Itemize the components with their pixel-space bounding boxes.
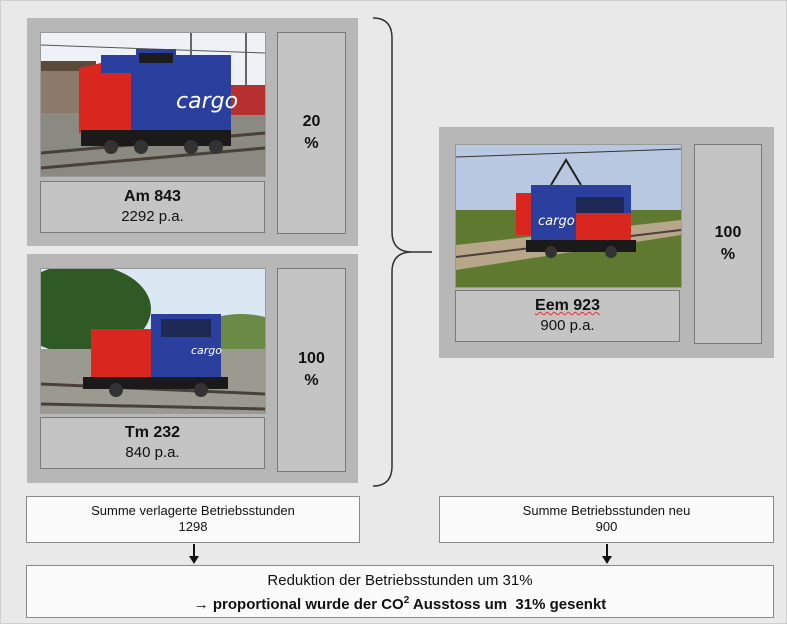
percent-sign-eem923: % — [720, 246, 736, 263]
photo-tm232: cargo — [40, 268, 266, 414]
loco-name-eem923: Eem 923 — [535, 297, 600, 314]
caption-am843: Am 843 2292 p.a. — [40, 181, 265, 233]
arrow-down-left-icon — [189, 544, 199, 564]
percent-value-am843: 20 — [302, 113, 321, 130]
percent-sign-tm232: % — [304, 372, 319, 389]
percent-box-eem923: 100 % — [694, 144, 762, 344]
sum-box-shifted-hours: Summe verlagerte Betriebsstunden 1298 — [26, 496, 360, 543]
photo-label-am843: cargo — [176, 89, 238, 114]
photo-eem923: cargo — [455, 144, 682, 288]
caption-tm232: Tm 232 840 p.a. — [40, 417, 265, 469]
locomotive-am843-image: cargo — [41, 33, 265, 176]
sum-box-new-hours: Summe Betriebsstunden neu 900 — [439, 496, 774, 543]
loco-hours-tm232: 840 p.a. — [125, 444, 180, 461]
sum-right-label: Summe Betriebsstunden neu — [522, 503, 691, 518]
photo-label-eem923: cargo — [538, 214, 575, 229]
percent-box-am843: 20 % — [277, 32, 346, 234]
locomotive-eem923-image: cargo — [456, 145, 681, 287]
caption-eem923: Eem 923 900 p.a. — [455, 290, 680, 342]
loco-name-tm232: Tm 232 — [124, 424, 181, 441]
sum-left-value: 1298 — [178, 519, 208, 534]
percent-sign-am843: % — [304, 135, 319, 152]
loco-hours-am843: 2292 p.a. — [121, 208, 184, 225]
sum-left-label: Summe verlagerte Betriebsstunden — [91, 503, 295, 518]
loco-hours-eem923: 900 p.a. — [540, 317, 595, 334]
percent-value-eem923: 100 — [714, 224, 742, 241]
sum-right-value: 900 — [595, 519, 618, 534]
photo-label-tm232: cargo — [191, 344, 222, 357]
panel-tm232: cargo Tm 232 840 p.a. 100 % — [27, 254, 358, 483]
panel-am843: cargo Am 843 2292 p.a. 20 % — [27, 18, 358, 246]
result-line-2: → proportional wurde der CO2 Ausstoss um… — [193, 595, 607, 613]
percent-value-tm232: 100 — [298, 350, 325, 367]
arrow-down-right-icon — [602, 544, 612, 564]
curly-brace — [372, 17, 413, 487]
result-box: Reduktion der Betriebsstunden um 31% → p… — [26, 565, 774, 618]
locomotive-tm232-image: cargo — [41, 269, 265, 413]
loco-name-am843: Am 843 — [124, 188, 181, 205]
result-line-1: Reduktion der Betriebsstunden um 31% — [267, 572, 533, 589]
percent-box-tm232: 100 % — [277, 268, 346, 472]
photo-am843: cargo — [40, 32, 266, 177]
panel-eem923: cargo Eem 923 900 p.a. 100 % — [439, 127, 774, 358]
